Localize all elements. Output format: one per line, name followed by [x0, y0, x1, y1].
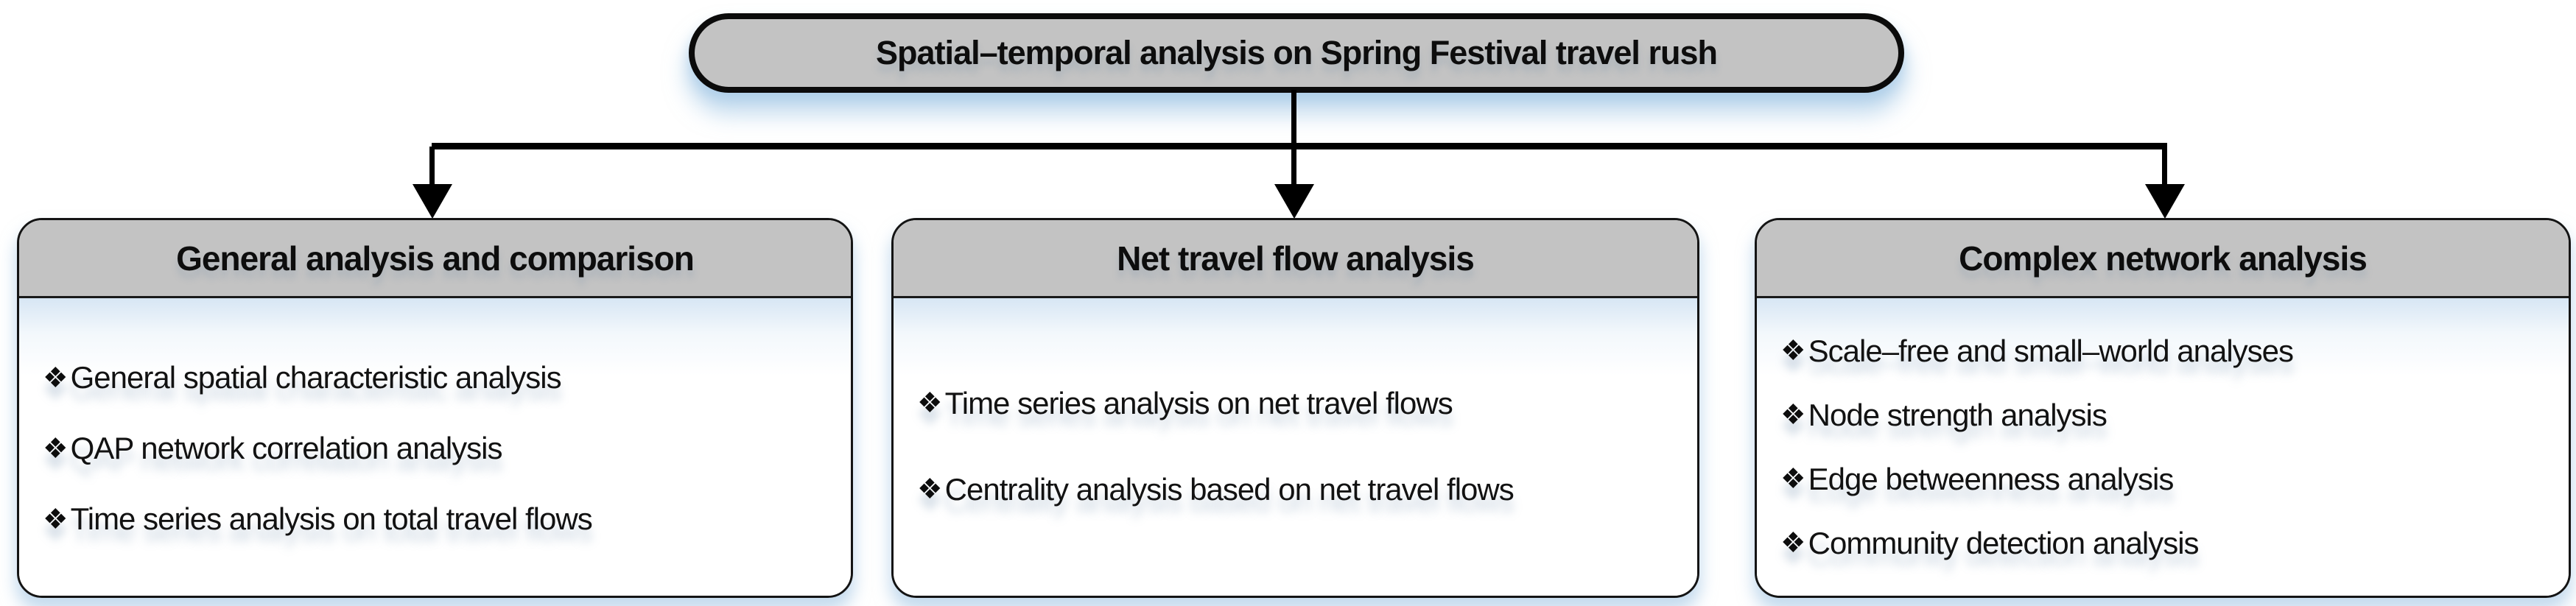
branch-box-net-travel-flow: Net travel flow analysis ❖ Time series a… [891, 218, 1699, 598]
diamond-bullet-icon: ❖ [1780, 399, 1806, 431]
arrow-down-icon [2145, 184, 2185, 219]
arrow-down-icon [413, 184, 452, 219]
list-item: ❖ Centrality analysis based on net trave… [917, 446, 1682, 532]
connector-drop-mid [1291, 147, 1296, 186]
diamond-bullet-icon: ❖ [1780, 463, 1806, 495]
list-item: ❖ Time series analysis on net travel flo… [917, 360, 1682, 446]
list-item: ❖ Community detection analysis [1780, 511, 2554, 575]
list-item-label: Centrality analysis based on net travel … [944, 471, 1515, 507]
list-item-label: Time series analysis on total travel flo… [70, 501, 593, 536]
diamond-bullet-icon: ❖ [917, 473, 943, 505]
diamond-bullet-icon: ❖ [43, 362, 69, 394]
root-node: Spatial–temporal analysis on Spring Fest… [689, 13, 1904, 93]
branch-body: ❖ Scale–free and small–world analyses ❖ … [1757, 298, 2569, 596]
connector-drop-left [429, 147, 435, 186]
list-item: ❖ QAP network correlation analysis [43, 413, 836, 484]
branch-header-label: Complex network analysis [1959, 239, 2368, 278]
branch-header: General analysis and comparison [19, 220, 851, 298]
diamond-bullet-icon: ❖ [43, 432, 69, 465]
diamond-bullet-icon: ❖ [1780, 527, 1806, 559]
list-item-label: Time series analysis on net travel flows [944, 385, 1453, 420]
list-item-label: Edge betweenness analysis [1808, 461, 2175, 496]
list-item-label: Scale–free and small–world analyses [1808, 333, 2294, 368]
list-item: ❖ Edge betweenness analysis [1780, 447, 2554, 511]
list-item: ❖ Scale–free and small–world analyses [1780, 319, 2554, 383]
list-item-label: Node strength analysis [1808, 397, 2108, 432]
list-item-label: Community detection analysis [1808, 525, 2200, 560]
connector-trunk [1291, 90, 1296, 148]
list-item: ❖ General spatial characteristic analysi… [43, 342, 836, 413]
connector-drop-right [2162, 147, 2167, 186]
diamond-bullet-icon: ❖ [917, 387, 943, 419]
list-item: ❖ Node strength analysis [1780, 383, 2554, 447]
branch-body: ❖ Time series analysis on net travel flo… [894, 298, 1697, 596]
branch-box-complex-network: Complex network analysis ❖ Scale–free an… [1755, 218, 2571, 598]
branch-box-general-analysis: General analysis and comparison ❖ Genera… [17, 218, 853, 598]
list-item-label: General spatial characteristic analysis [70, 360, 562, 395]
diamond-bullet-icon: ❖ [43, 503, 69, 535]
branch-header: Complex network analysis [1757, 220, 2569, 298]
branch-header: Net travel flow analysis [894, 220, 1697, 298]
connector-bar [432, 143, 2167, 149]
list-item-label: QAP network correlation analysis [70, 431, 503, 465]
list-item: ❖ Time series analysis on total travel f… [43, 484, 836, 554]
branch-header-label: Net travel flow analysis [1117, 239, 1475, 278]
arrow-down-icon [1274, 184, 1314, 219]
diamond-bullet-icon: ❖ [1780, 335, 1806, 367]
diagram-title: Spatial–temporal analysis on Spring Fest… [876, 34, 1718, 71]
branch-header-label: General analysis and comparison [176, 239, 695, 278]
branch-body: ❖ General spatial characteristic analysi… [19, 298, 851, 596]
